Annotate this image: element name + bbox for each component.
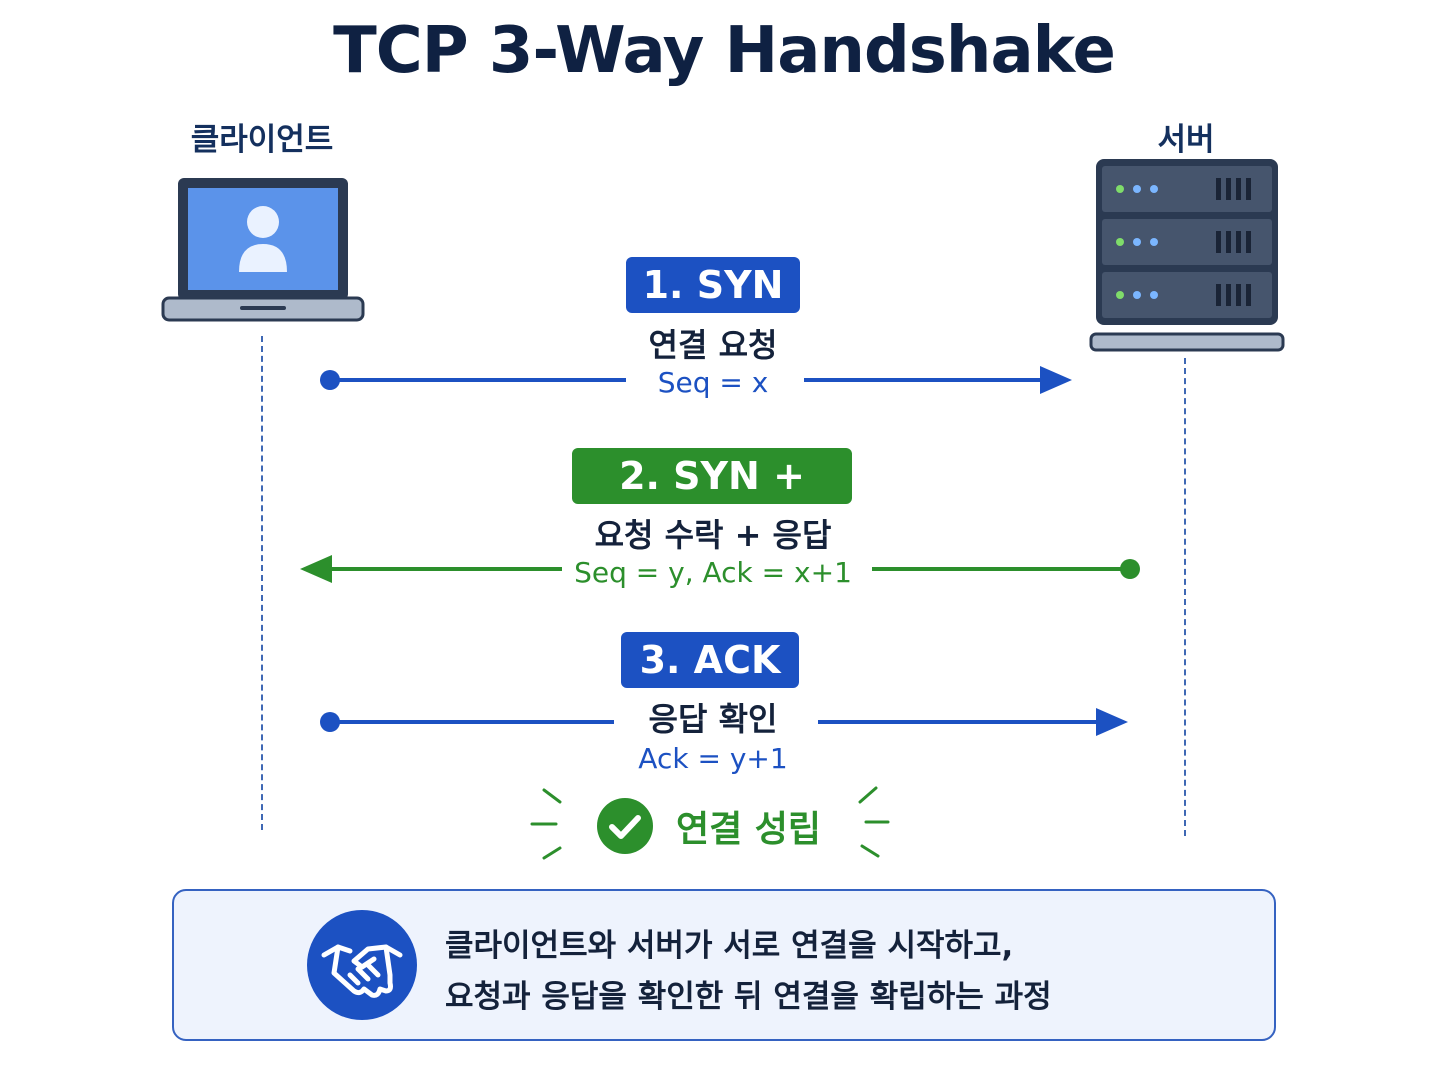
server-rack-icon (1089, 159, 1285, 352)
server-lifeline (1184, 358, 1186, 836)
handshake-icon (307, 910, 417, 1020)
server-label: 서버 (1157, 122, 1215, 158)
step-1-badge: 1. SYN (626, 257, 800, 313)
step-1-description: 연결 요청 (648, 326, 778, 364)
client-label: 클라이언트 (190, 122, 334, 158)
summary-line-1: 클라이언트와 서버가 서로 연결을 시작하고, (445, 928, 1014, 964)
step-1-seq: Seq = x (657, 366, 769, 399)
client-lifeline (261, 336, 263, 830)
step-2-seq: Seq = y, Ack = x+1 (574, 556, 852, 589)
check-circle-icon (597, 798, 653, 854)
step-2-description: 요청 수락 + 응답 (594, 516, 832, 554)
connection-established-label: 연결 성립 (676, 809, 822, 850)
step-2-badge: 2. SYN + ACK (572, 448, 852, 554)
laptop-user-icon (161, 178, 365, 322)
step-3-badge: 3. ACK (621, 632, 799, 688)
step-3-arrow (320, 708, 1128, 736)
step-3-description: 응답 확인 (648, 700, 778, 738)
step-3-seq: Ack = y+1 (638, 742, 788, 775)
step-1-arrow (320, 366, 1072, 394)
burst-lines-icon (530, 786, 890, 860)
summary-line-2: 요청과 응답을 확인한 뒤 연결을 확립하는 과정 (445, 979, 1052, 1015)
diagram-title: TCP 3-Way Handshake (333, 14, 1116, 88)
step-2-arrow (300, 555, 1140, 583)
